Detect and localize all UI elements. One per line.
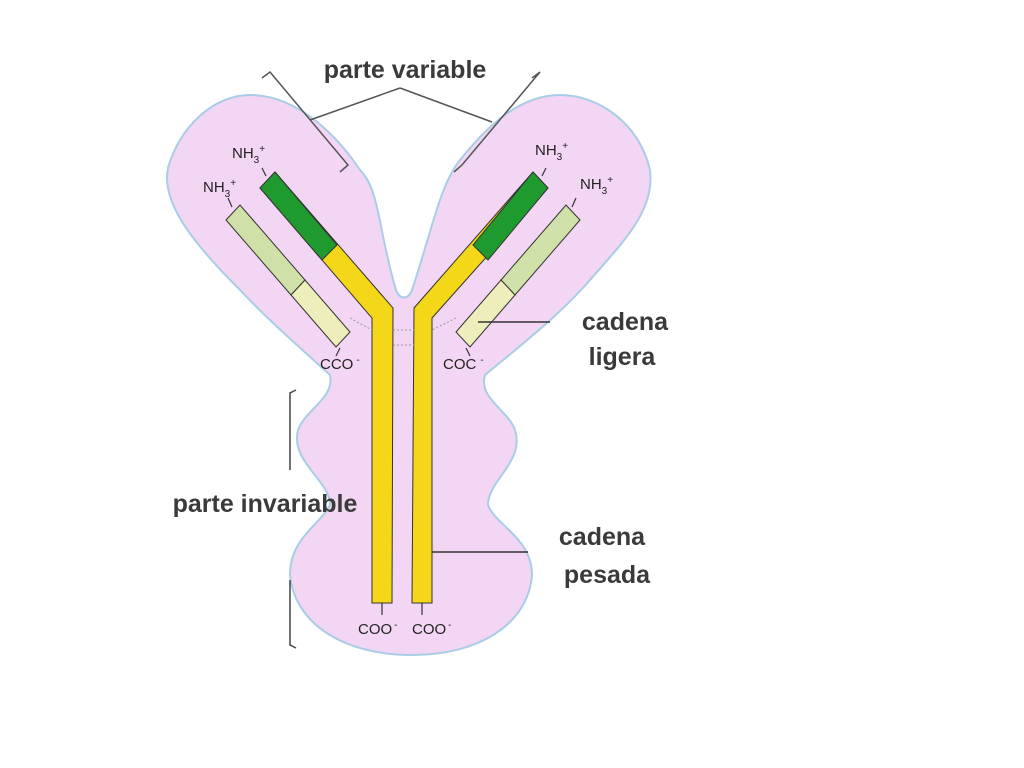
antibody-envelope — [165, 93, 652, 657]
variable-pointer-left — [309, 87, 401, 121]
heavy-chain-right-variable — [472, 171, 549, 261]
terminal-ticks — [227, 167, 577, 615]
amino-label-left-heavy: NH3+ — [232, 144, 265, 166]
light-chain-left-constant — [290, 279, 351, 348]
invariable-bracket-bottom — [289, 580, 297, 649]
label-heavy-chain-2: pesada — [564, 561, 651, 589]
amino-label-right-heavy: NH3+ — [535, 141, 568, 163]
label-variable-part: parte variable — [324, 56, 487, 84]
variable-pointer-right — [399, 87, 493, 123]
label-light-chain-2: ligera — [589, 343, 657, 371]
amino-label-right-light: NH3+ — [580, 175, 613, 197]
label-light-chain-1: cadena — [582, 308, 669, 336]
carboxyl-label-right-light: COC- — [443, 355, 484, 373]
amino-label-left-light: NH3+ — [203, 178, 236, 200]
carboxyl-label-heavy-left: COO- — [358, 620, 398, 638]
variable-bracket-left — [261, 70, 350, 173]
label-invariable-part: parte invariable — [173, 490, 358, 518]
variable-bracket-right — [453, 71, 541, 173]
carboxyl-label-left-light: CCO- — [320, 355, 360, 373]
carboxyl-label-heavy-right: COO- — [412, 620, 452, 638]
label-heavy-chain-1: cadena — [559, 523, 646, 551]
disulfide-bonds — [349, 317, 457, 346]
heavy-chain-left-variable — [259, 171, 338, 261]
invariable-bracket-top — [289, 389, 297, 470]
light-chain-right-constant — [455, 279, 516, 348]
